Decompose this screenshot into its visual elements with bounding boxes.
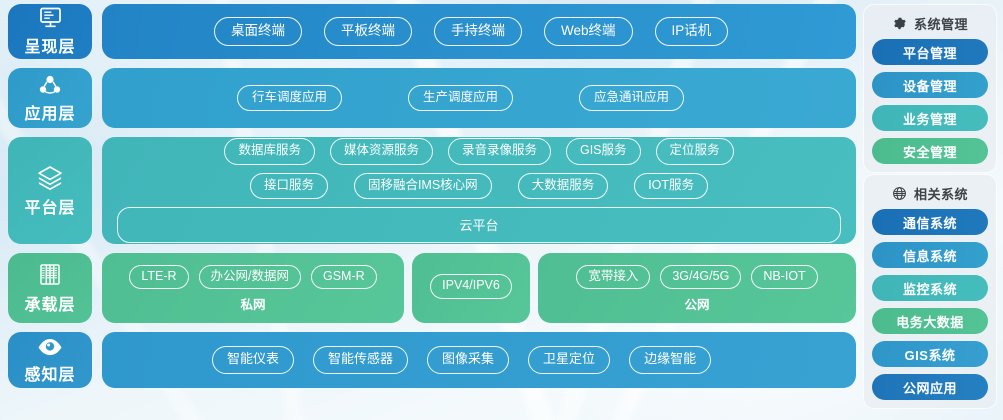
pill-tablet-terminal[interactable]: 平板终端 <box>324 16 412 47</box>
pill-interface-service[interactable]: 接口服务 <box>249 172 328 200</box>
layer-label-application: 应用层 <box>24 105 76 123</box>
pill-cloud-platform[interactable]: 云平台 <box>117 207 841 244</box>
pill-train-dispatch-app[interactable]: 行车调度应用 <box>237 84 343 112</box>
layer-tag-application[interactable]: 应用层 <box>8 68 92 128</box>
pill-lte-r[interactable]: LTE-R <box>129 264 189 290</box>
layer-body-perception: 智能仪表 智能传感器 图像采集 卫星定位 边缘智能 <box>102 332 856 388</box>
pill-database-service[interactable]: 数据库服务 <box>224 137 315 165</box>
platform-items-row-1: 数据库服务 媒体资源服务 录音录像服务 GIS服务 定位服务 <box>116 137 842 165</box>
pill-production-dispatch-app[interactable]: 生产调度应用 <box>408 84 514 112</box>
pill-gsm-r[interactable]: GSM-R <box>311 264 377 290</box>
pill-web-terminal[interactable]: Web终端 <box>544 16 633 47</box>
sidebar-item-gis-system[interactable]: GIS系统 <box>872 341 988 367</box>
layer-tag-presentation[interactable]: 呈现层 <box>8 4 92 59</box>
bearer-group-ip: IPV4/IPV6 <box>412 253 530 323</box>
bearer-public-items: 宽带接入 3G/4G/5G NB-IOT <box>576 264 818 290</box>
pill-smart-meter[interactable]: 智能仪表 <box>212 346 295 374</box>
layer-label-platform: 平台层 <box>24 199 76 217</box>
related-systems-panel: 相关系统 通信系统 信息系统 监控系统 电务大数据 GIS系统 公网应用 <box>863 174 997 409</box>
layer-tag-bearer[interactable]: 承载层 <box>8 253 92 323</box>
sidebar-item-monitoring-system[interactable]: 监控系统 <box>872 275 988 301</box>
layers-icon <box>35 164 65 191</box>
application-items: 行车调度应用 生产调度应用 应急通讯应用 <box>237 84 685 112</box>
sidebar-item-electrical-bigdata[interactable]: 电务大数据 <box>872 308 988 334</box>
sidebar-item-information-system[interactable]: 信息系统 <box>872 242 988 268</box>
pill-ipv4-ipv6[interactable]: IPV4/IPV6 <box>430 274 512 299</box>
layer-tag-perception[interactable]: 感知层 <box>8 332 92 388</box>
layer-body-presentation: 桌面终端 平板终端 手持终端 Web终端 IP话机 <box>102 4 856 59</box>
system-management-panel: 系统管理 平台管理 设备管理 业务管理 安全管理 <box>863 4 997 173</box>
bearer-ip-items: IPV4/IPV6 <box>430 274 512 299</box>
layer-label-presentation: 呈现层 <box>24 39 76 56</box>
bearer-label-private: 私网 <box>240 298 266 313</box>
globe-icon <box>892 186 907 201</box>
network-nodes-icon <box>36 73 64 97</box>
bearer-private-items: LTE-R 办公网/数据网 GSM-R <box>129 264 377 290</box>
pill-nb-iot[interactable]: NB-IOT <box>751 264 818 290</box>
related-systems-header: 相关系统 <box>872 181 988 209</box>
pill-edge-intelligence[interactable]: 边缘智能 <box>629 346 712 374</box>
related-systems-title: 相关系统 <box>913 187 968 202</box>
platform-items-row-3: 云平台 <box>116 207 842 244</box>
sidebar-related-systems: 相关系统 通信系统 信息系统 监控系统 电务大数据 GIS系统 公网应用 <box>863 174 997 409</box>
sidebar-item-business-management[interactable]: 业务管理 <box>872 105 988 131</box>
pill-smart-sensor[interactable]: 智能传感器 <box>313 346 409 374</box>
sidebar-item-platform-management[interactable]: 平台管理 <box>872 39 988 65</box>
pill-gis-service[interactable]: GIS服务 <box>565 137 641 165</box>
pill-satellite-positioning[interactable]: 卫星定位 <box>528 346 611 374</box>
sidebar-item-public-network-app[interactable]: 公网应用 <box>872 374 988 400</box>
layer-row-application: 应用层 行车调度应用 生产调度应用 应急通讯应用 <box>8 68 856 128</box>
pill-bigdata-service[interactable]: 大数据服务 <box>517 172 609 200</box>
pill-media-resource-service[interactable]: 媒体资源服务 <box>329 137 433 165</box>
layer-label-perception: 感知层 <box>24 366 76 384</box>
pill-broadband-access[interactable]: 宽带接入 <box>576 264 651 290</box>
pill-iot-service[interactable]: IOT服务 <box>634 172 709 200</box>
pill-office-data-network[interactable]: 办公网/数据网 <box>198 264 301 290</box>
layer-row-perception: 感知层 智能仪表 智能传感器 图像采集 卫星定位 边缘智能 <box>8 332 856 388</box>
eye-icon <box>35 336 65 358</box>
monitor-icon <box>37 6 64 30</box>
system-management-title: 系统管理 <box>913 17 968 32</box>
server-rack-icon <box>36 262 64 288</box>
layer-body-application: 行车调度应用 生产调度应用 应急通讯应用 <box>102 68 856 128</box>
pill-handheld-terminal[interactable]: 手持终端 <box>434 16 522 47</box>
layer-row-presentation: 呈现层 桌面终端 平板终端 手持终端 Web终端 IP话机 <box>8 4 856 59</box>
layer-stack: 呈现层 桌面终端 平板终端 手持终端 Web终端 IP话机 <box>8 4 856 397</box>
pill-ims-core-network[interactable]: 固移融合IMS核心网 <box>353 172 492 200</box>
bearer-group-public: 宽带接入 3G/4G/5G NB-IOT 公网 <box>538 253 856 323</box>
pill-ip-phone[interactable]: IP话机 <box>654 16 729 47</box>
pill-desktop-terminal[interactable]: 桌面终端 <box>214 16 302 47</box>
layer-tag-platform[interactable]: 平台层 <box>8 137 92 244</box>
layer-row-bearer: 承载层 LTE-R 办公网/数据网 GSM-R 私网 IPV4/IPV6 <box>8 253 856 323</box>
perception-items: 智能仪表 智能传感器 图像采集 卫星定位 边缘智能 <box>212 346 712 374</box>
pill-positioning-service[interactable]: 定位服务 <box>655 137 734 165</box>
pill-image-capture[interactable]: 图像采集 <box>427 346 510 374</box>
gear-icon <box>892 16 907 31</box>
sidebar-item-device-management[interactable]: 设备管理 <box>872 72 988 98</box>
layer-body-bearer: LTE-R 办公网/数据网 GSM-R 私网 IPV4/IPV6 宽带接入 3 <box>102 253 856 323</box>
system-management-header: 系统管理 <box>872 11 988 39</box>
sidebar-system-management: 系统管理 平台管理 设备管理 业务管理 安全管理 <box>863 4 997 173</box>
platform-items-row-2: 接口服务 固移融合IMS核心网 大数据服务 IOT服务 <box>116 172 842 200</box>
presentation-items: 桌面终端 平板终端 手持终端 Web终端 IP话机 <box>214 16 729 47</box>
layer-label-bearer: 承载层 <box>24 296 76 314</box>
layer-row-platform: 平台层 数据库服务 媒体资源服务 录音录像服务 GIS服务 定位服务 接口服务 … <box>8 137 856 244</box>
sidebar-item-communication-system[interactable]: 通信系统 <box>872 209 988 235</box>
pill-3g-4g-5g[interactable]: 3G/4G/5G <box>660 264 742 290</box>
sidebar-item-security-management[interactable]: 安全管理 <box>872 138 988 164</box>
pill-emergency-comm-app[interactable]: 应急通讯应用 <box>579 84 685 112</box>
bearer-group-private: LTE-R 办公网/数据网 GSM-R 私网 <box>102 253 404 323</box>
pill-recording-service[interactable]: 录音录像服务 <box>447 137 551 165</box>
bearer-label-public: 公网 <box>684 298 710 313</box>
layer-body-platform: 数据库服务 媒体资源服务 录音录像服务 GIS服务 定位服务 接口服务 固移融合… <box>102 137 856 244</box>
